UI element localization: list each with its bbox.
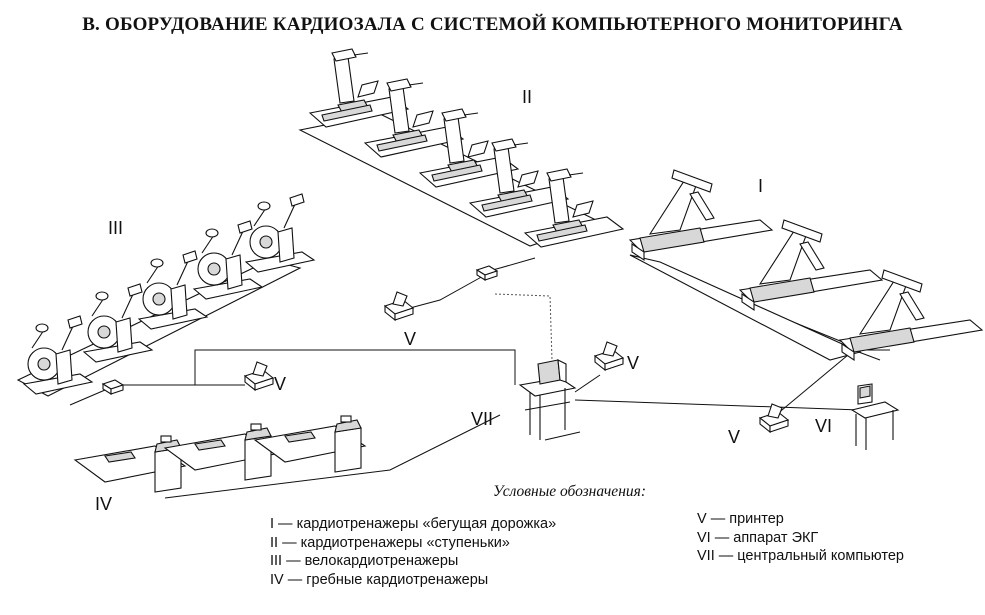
page-title: В. ОБОРУДОВАНИЕ КАРДИОЗАЛА С СИСТЕМОЙ КО… — [82, 14, 903, 35]
label-printer-2: V — [274, 374, 286, 394]
legend-item: II — кардиотренажеры «ступеньки» — [270, 534, 510, 551]
legend-item: III — велокардиотренажеры — [270, 553, 459, 569]
label-group-I: I — [758, 176, 763, 196]
printer-icon — [594, 341, 624, 371]
legend-left: I — кардиотренажеры «бегущая дорожка» II… — [270, 515, 556, 589]
label-group-II: II — [522, 87, 532, 107]
legend-item: V — принтер — [697, 511, 784, 527]
legend-item: IV — гребные кардиотренажеры — [270, 571, 489, 588]
label-group-IV: IV — [95, 494, 112, 514]
rowing-machine-icon — [74, 435, 186, 493]
rower-group — [74, 415, 366, 493]
label-computer: VII — [471, 409, 493, 429]
legend-right: V — принтер VI — аппарат ЭКГ VII — центр… — [697, 510, 904, 566]
legend-heading: Условные обозначения: — [493, 483, 646, 500]
computer-icon — [518, 359, 581, 441]
label-printer-3: V — [627, 353, 639, 373]
printer-icon — [384, 291, 414, 321]
ecg-machine-icon — [850, 383, 900, 450]
stepper-group — [298, 48, 624, 281]
printer-icon — [244, 361, 274, 391]
label-printer-4: V — [728, 427, 740, 447]
legend-item: I — кардиотренажеры «бегущая дорожка» — [270, 516, 557, 532]
network-hub-icon — [102, 379, 124, 395]
treadmill-icon — [739, 219, 883, 311]
label-printer-1: V — [404, 329, 416, 349]
label-ecg: VI — [815, 416, 832, 436]
legend-item: VII — центральный компьютер — [697, 548, 904, 564]
treadmill-group — [629, 169, 983, 361]
label-group-III: III — [108, 218, 123, 238]
legend-item: VI — аппарат ЭКГ — [697, 529, 819, 546]
exercise-bike-icon — [193, 220, 263, 300]
exercise-bike-icon — [245, 193, 315, 273]
treadmill-icon — [629, 169, 773, 261]
bike-group — [16, 193, 315, 397]
